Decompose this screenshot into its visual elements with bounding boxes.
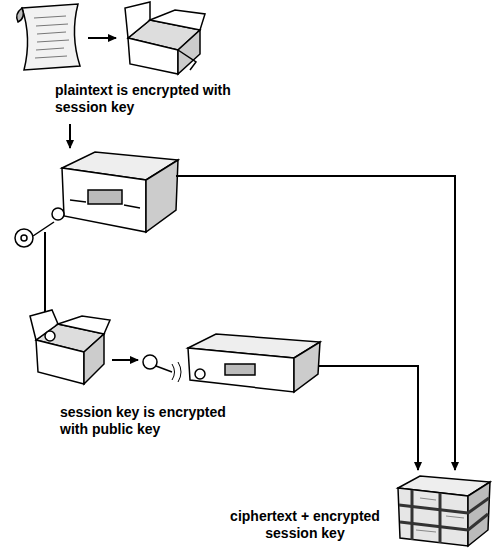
document-icon <box>17 4 80 70</box>
open-box <box>125 2 205 74</box>
arrow <box>112 359 138 361</box>
package-icon <box>398 476 490 546</box>
session-key-icon <box>15 222 54 247</box>
connector-line <box>176 176 455 470</box>
caption: session key is encrypted with public key <box>60 404 255 438</box>
open-box <box>30 310 110 384</box>
locked-box <box>52 152 178 232</box>
caption: plaintext is encrypted with session key <box>55 82 245 116</box>
caption: ciphertext + encrypted session key <box>220 508 390 542</box>
public-key-icon <box>143 355 181 382</box>
connector-line <box>319 366 418 470</box>
locked-box <box>188 334 320 392</box>
connector-line <box>44 232 46 322</box>
arrow <box>88 37 116 39</box>
arrow <box>69 124 71 148</box>
